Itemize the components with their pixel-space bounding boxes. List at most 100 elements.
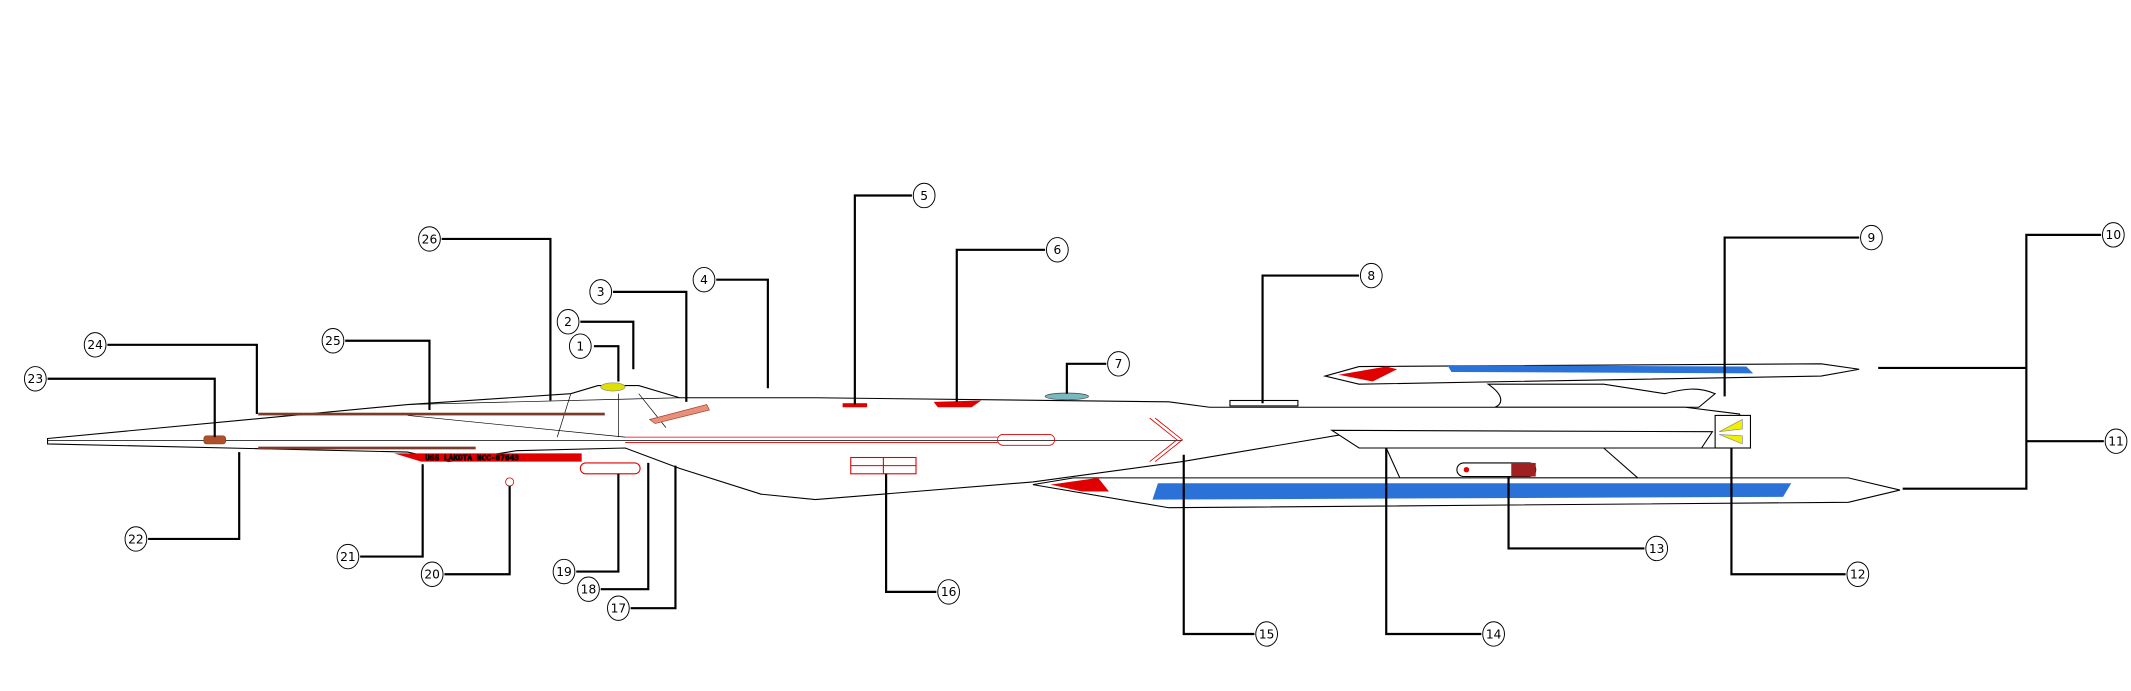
- callout-circle: [568, 333, 592, 359]
- callout-number: 10: [2106, 228, 2122, 242]
- callout-number: 14: [1486, 627, 1502, 641]
- callout-number: 21: [340, 550, 356, 564]
- callout-25: 25: [321, 328, 431, 410]
- bridge-dome: [600, 382, 626, 392]
- callout-19: 19: [552, 473, 620, 585]
- aft-lower-housing-end: [1511, 462, 1536, 477]
- callout-11: 11: [2026, 428, 2128, 454]
- callout-18: 18: [577, 462, 650, 602]
- callout-6: 6: [955, 237, 1069, 402]
- dorsal-phaser-strip: [258, 412, 605, 416]
- callout-leader-line: [444, 486, 511, 576]
- callout-circle: [556, 309, 580, 335]
- ventral-hatch: [579, 462, 641, 475]
- callout-number: 5: [920, 189, 928, 203]
- callout-number: 15: [1259, 627, 1275, 641]
- lower-nacelle-red-collector: [1050, 477, 1109, 492]
- callout-leader-line: [441, 237, 552, 401]
- callout-leader-line: [1182, 454, 1255, 636]
- callout-leader-line: [885, 473, 937, 593]
- callout-circle: [1359, 262, 1383, 289]
- upper-nacelle-blue-stripe: [1447, 365, 1754, 374]
- dorsal-red-marker-small: [842, 403, 868, 408]
- callout-number: 4: [700, 273, 708, 287]
- callout-number: 25: [325, 334, 341, 348]
- red-light: [1463, 467, 1470, 473]
- callout-leader-line: [360, 464, 424, 558]
- callout-leader-line: [1723, 236, 1860, 397]
- callout-number: 20: [424, 568, 440, 582]
- callout-circle: [2101, 222, 2125, 248]
- callout-circle: [1482, 621, 1505, 647]
- ventral-phaser-strip: [258, 446, 476, 450]
- callout-circle: [420, 561, 444, 587]
- callout-number: 12: [1850, 568, 1866, 582]
- callout-15: 15: [1182, 454, 1278, 647]
- callout-9: 9: [1723, 224, 1883, 397]
- lower-pylon: [1330, 429, 1714, 449]
- callout-leader-line: [593, 345, 620, 382]
- callout-circle: [83, 332, 107, 358]
- callout-circle: [692, 266, 716, 293]
- callout-circle: [937, 579, 960, 605]
- dorsal-red-marker: [933, 400, 982, 408]
- callout-number: 17: [611, 602, 627, 616]
- callout-circle: [2104, 428, 2128, 454]
- callout-circle: [912, 182, 936, 209]
- callout-24: 24: [83, 332, 258, 415]
- callout-circle: [589, 279, 613, 305]
- callout-10: 10: [1878, 222, 2125, 490]
- callout-number: 9: [1868, 231, 1876, 245]
- callout-26: 26: [418, 226, 552, 401]
- callout-circle: [23, 366, 47, 392]
- callout-number: 23: [28, 372, 44, 386]
- callout-leader-line: [580, 320, 635, 370]
- callout-leader-line: [1261, 274, 1360, 404]
- callout-3: 3: [589, 279, 688, 402]
- callout-16: 16: [885, 473, 960, 605]
- callout-leader-line: [47, 377, 216, 438]
- callout-leader-line: [1878, 233, 2102, 490]
- callout-number: 26: [422, 232, 438, 246]
- callout-number: 11: [2108, 435, 2124, 449]
- callout-circle: [607, 595, 630, 621]
- callout-leader-line: [612, 290, 688, 402]
- callout-number: 19: [556, 565, 572, 579]
- hull-chevron: [625, 417, 1184, 462]
- callout-leader-line: [600, 462, 650, 591]
- ventral-sensor: [505, 477, 515, 487]
- aft-dorsal-housing: [1229, 399, 1299, 407]
- callout-number: 8: [1367, 269, 1375, 283]
- callout-number: 16: [941, 585, 957, 599]
- upper-pylon: [1486, 383, 1717, 408]
- registry-band: [394, 453, 582, 462]
- callout-circle: [1860, 224, 1883, 251]
- callout-circle: [577, 576, 600, 602]
- callout-leader-line: [1507, 476, 1645, 550]
- shuttlebay-doors: [1719, 418, 1743, 445]
- callout-circle: [1846, 561, 1870, 587]
- callout-circle: [418, 226, 441, 252]
- callout-17: 17: [607, 465, 677, 621]
- callout-leader-line: [107, 343, 258, 415]
- callout-circle: [1255, 621, 1278, 647]
- lounge-windows: [648, 404, 710, 424]
- callout-number: 13: [1649, 542, 1665, 556]
- callout-leader-line: [1065, 362, 1107, 394]
- callout-number: 24: [87, 338, 103, 352]
- callout-number: 6: [1053, 243, 1061, 257]
- callout-leader-line: [955, 248, 1046, 402]
- callout-leader-line: [1385, 447, 1482, 636]
- dorsal-sensor-dome: [1044, 392, 1089, 401]
- callout-number: 22: [128, 532, 144, 546]
- callout-14: 14: [1385, 447, 1505, 647]
- callout-7: 7: [1065, 351, 1130, 394]
- callout-circle: [336, 543, 360, 570]
- callout-leader-line: [148, 452, 241, 541]
- callout-21: 21: [336, 464, 424, 570]
- hull-registry-text: USS LAKOTA NCC-87643: [425, 453, 519, 462]
- callout-22: 22: [124, 452, 241, 552]
- callout-5: 5: [853, 182, 936, 405]
- callout-20: 20: [420, 486, 511, 587]
